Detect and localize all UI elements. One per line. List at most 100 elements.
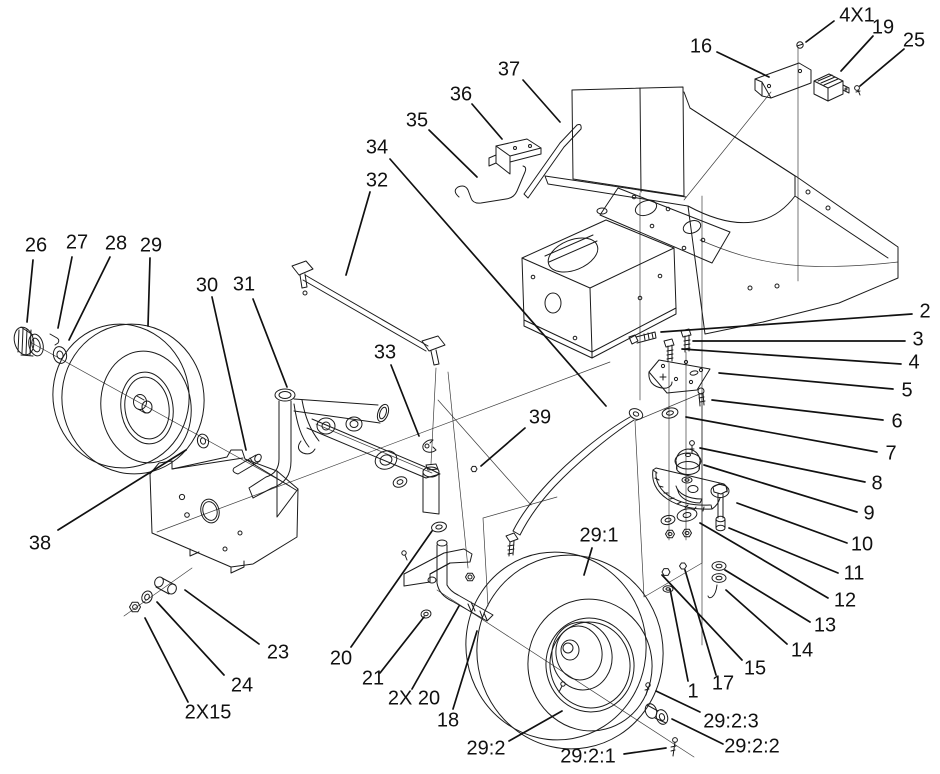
part-label-26: 26 — [25, 234, 47, 256]
part-label-32: 32 — [366, 169, 388, 191]
right-spindle-assembly — [403, 521, 494, 622]
cap-26 — [13, 326, 35, 356]
part-label-29:1: 29:1 — [580, 524, 619, 546]
bolt-4 — [663, 338, 675, 363]
part-label-29:2:2: 29:2:2 — [724, 735, 780, 757]
part-label-17: 17 — [712, 672, 734, 694]
part-label-3: 3 — [912, 328, 923, 350]
leader-line-9 — [703, 464, 858, 513]
part-label-18: 18 — [437, 709, 459, 731]
leader-line-14 — [725, 589, 788, 645]
part-label-35: 35 — [406, 109, 428, 131]
washer-24 — [141, 590, 153, 604]
part-label-23: 23 — [267, 641, 289, 663]
axle-assembly — [248, 388, 478, 561]
part-label-39: 39 — [529, 406, 551, 428]
part-label-27: 27 — [66, 231, 88, 253]
idle-bracket-and-rods — [454, 124, 582, 204]
washer-20 — [431, 521, 447, 533]
construction-lines — [156, 47, 799, 646]
leader-line-29:1 — [583, 547, 593, 576]
leader-line-29:2:2 — [671, 718, 724, 745]
leader-line-19 — [840, 35, 874, 72]
leader-line-35 — [428, 129, 478, 178]
washer-12 — [676, 508, 698, 522]
part-label-2X 20: 2X 20 — [388, 687, 440, 709]
leader-line-2X15 — [144, 617, 189, 703]
axis-lines — [29, 341, 695, 758]
leader-line-12 — [699, 522, 829, 599]
part-label-6: 6 — [891, 410, 902, 432]
e-clip-33 — [422, 439, 437, 453]
cotter-pin — [707, 584, 718, 599]
leader-line-29:2:3 — [655, 690, 701, 713]
part-label-9: 9 — [863, 502, 874, 524]
bolt-11 — [712, 483, 728, 519]
part-label-2X15: 2X15 — [185, 701, 232, 723]
leader-line-26 — [26, 259, 34, 323]
leader-line-18 — [452, 630, 478, 710]
part-label-19: 19 — [872, 16, 894, 38]
plate-5 — [648, 359, 711, 394]
part-label-15: 15 — [744, 657, 766, 679]
left-kingpin — [278, 400, 292, 445]
part-label-2: 2 — [919, 300, 930, 322]
grease-fitting — [401, 550, 407, 556]
leader-line-17 — [684, 569, 717, 676]
leader-line-38 — [57, 449, 187, 531]
leader-line-2X 20 — [411, 605, 460, 690]
leader-line-2 — [660, 313, 913, 333]
part-label-4: 4 — [908, 351, 919, 373]
leader-line-30 — [211, 296, 247, 451]
part-label-29:2:3: 29:2:3 — [703, 710, 759, 732]
part-label-20: 20 — [330, 647, 352, 669]
right-kingpin — [422, 470, 440, 515]
part-label-12: 12 — [834, 589, 856, 611]
part-label-30: 30 — [196, 274, 218, 296]
part-label-4X1: 4X1 — [839, 4, 875, 26]
part-label-10: 10 — [851, 533, 873, 555]
leader-line-8 — [699, 447, 866, 483]
leader-line-31 — [252, 298, 288, 388]
left-wheel-assembly — [13, 323, 262, 475]
drag-link — [291, 260, 446, 465]
leader-line-21 — [379, 616, 425, 674]
leader-line-24 — [156, 601, 225, 676]
leader-line-29 — [147, 257, 151, 327]
leader-line-4X1 — [805, 20, 835, 43]
leader-line-5 — [718, 372, 894, 390]
leader-line-29:2:1 — [623, 747, 667, 755]
leader-line-11 — [728, 527, 839, 574]
leader-lines — [26, 20, 913, 755]
right-wheel-assembly — [465, 551, 678, 757]
part-label-8: 8 — [871, 472, 882, 494]
leader-line-29:2 — [508, 710, 563, 742]
leader-line-37 — [522, 79, 561, 123]
steering-rod-34 — [505, 408, 644, 557]
elbow-pipe — [248, 440, 292, 499]
chassis-frame — [521, 86, 899, 359]
part-label-16: 16 — [690, 35, 712, 57]
leader-line-1 — [669, 588, 689, 682]
part-label-24: 24 — [231, 674, 253, 696]
leader-line-32 — [345, 191, 371, 276]
washer-28 — [52, 346, 68, 364]
leader-line-27 — [57, 256, 73, 329]
leader-line-33 — [390, 364, 420, 437]
part-label-37: 37 — [498, 58, 520, 80]
bolt-6 — [697, 387, 705, 395]
nut-39 — [470, 465, 478, 473]
part-label-28: 28 — [105, 232, 127, 254]
steering-arm-plate — [403, 548, 473, 587]
part-label-5: 5 — [901, 379, 912, 401]
rod-37 — [523, 124, 582, 199]
wire-35 — [454, 165, 527, 204]
leader-line-10 — [736, 502, 848, 544]
leader-line-15 — [661, 574, 743, 661]
sector-gear-10 — [652, 467, 730, 512]
screw-8 — [689, 440, 695, 446]
pin-27 — [49, 333, 60, 346]
